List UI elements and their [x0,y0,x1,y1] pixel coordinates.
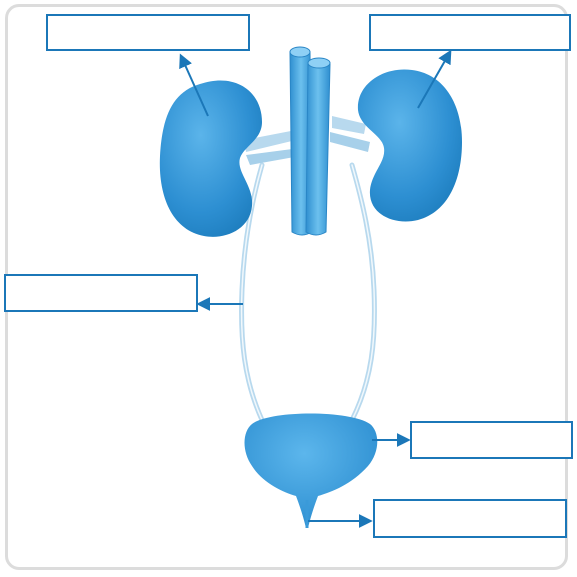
right-ureter [352,165,374,420]
left-kidney [160,80,262,236]
label-box-ureter[interactable] [4,274,198,312]
right-kidney [358,69,462,221]
aorta [306,60,330,235]
label-box-kidney-right[interactable] [369,14,571,51]
label-box-urethra[interactable] [373,499,567,538]
great-vessels [290,47,330,235]
bladder [245,414,378,529]
label-box-bladder[interactable] [410,421,573,459]
label-box-kidney-left[interactable] [46,14,250,51]
